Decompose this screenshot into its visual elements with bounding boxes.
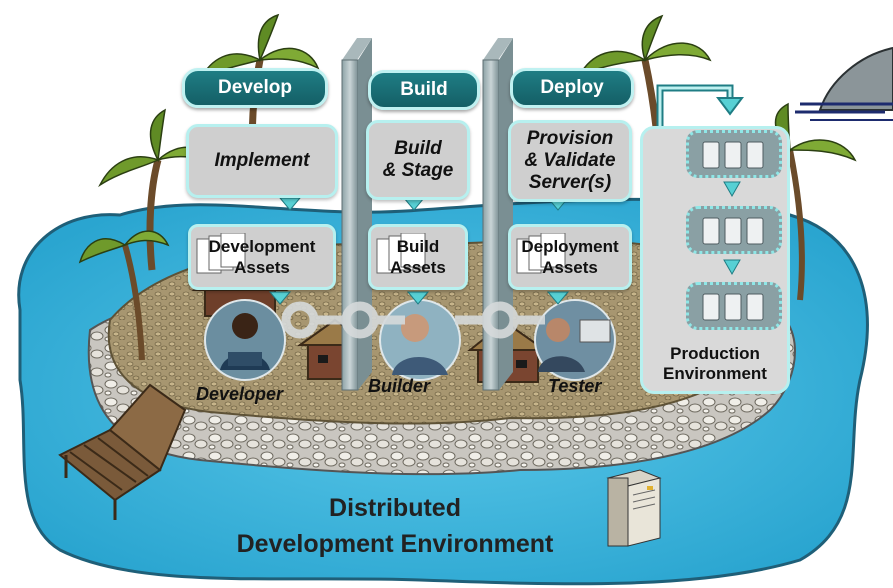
person-label-developer: Developer (196, 384, 284, 404)
palm-tree-icon (78, 230, 170, 361)
shark-fin-icon (795, 46, 893, 121)
document-stack-icon (376, 233, 426, 274)
production-environment-label: Production Environment (663, 344, 767, 383)
asset-label: Deployment Assets (521, 237, 619, 277)
server-rack-icon (702, 141, 764, 169)
server-rack-icon (702, 293, 764, 321)
asset-label: Build Assets (390, 237, 446, 277)
phase-header-deploy: Deploy (510, 68, 634, 108)
server-rack-group (686, 206, 782, 254)
server-rack-icon (702, 217, 764, 245)
task-build-stage: Build & Stage (366, 120, 470, 200)
task-implement: Implement (186, 124, 338, 198)
asset-box-development: Development Assets (188, 224, 336, 290)
task-provision-validate: Provision & Validate Server(s) (508, 120, 632, 202)
server-rack-group (686, 130, 782, 178)
asset-box-build: Build Assets (368, 224, 468, 290)
phase-header-build: Build (368, 70, 480, 110)
person-label-tester: Tester (548, 376, 602, 396)
server-rack-group (686, 282, 782, 330)
pipeline-connector (281, 301, 545, 339)
distributed-environment-title: Distributed Development Environment (236, 494, 554, 558)
document-stack-icon (196, 233, 246, 274)
dock-icon (58, 383, 187, 520)
developer-avatar (204, 299, 286, 381)
server-tower-icon (606, 469, 662, 547)
asset-label: Development Assets (208, 237, 316, 277)
production-flow-arrows (723, 181, 741, 276)
tester-avatar (534, 299, 616, 381)
person-label-builder: Builder (368, 376, 431, 396)
document-stack-icon (516, 233, 566, 274)
builder-avatar (379, 299, 461, 381)
phase-header-develop: Develop (182, 68, 328, 108)
asset-box-deployment: Deployment Assets (508, 224, 632, 290)
